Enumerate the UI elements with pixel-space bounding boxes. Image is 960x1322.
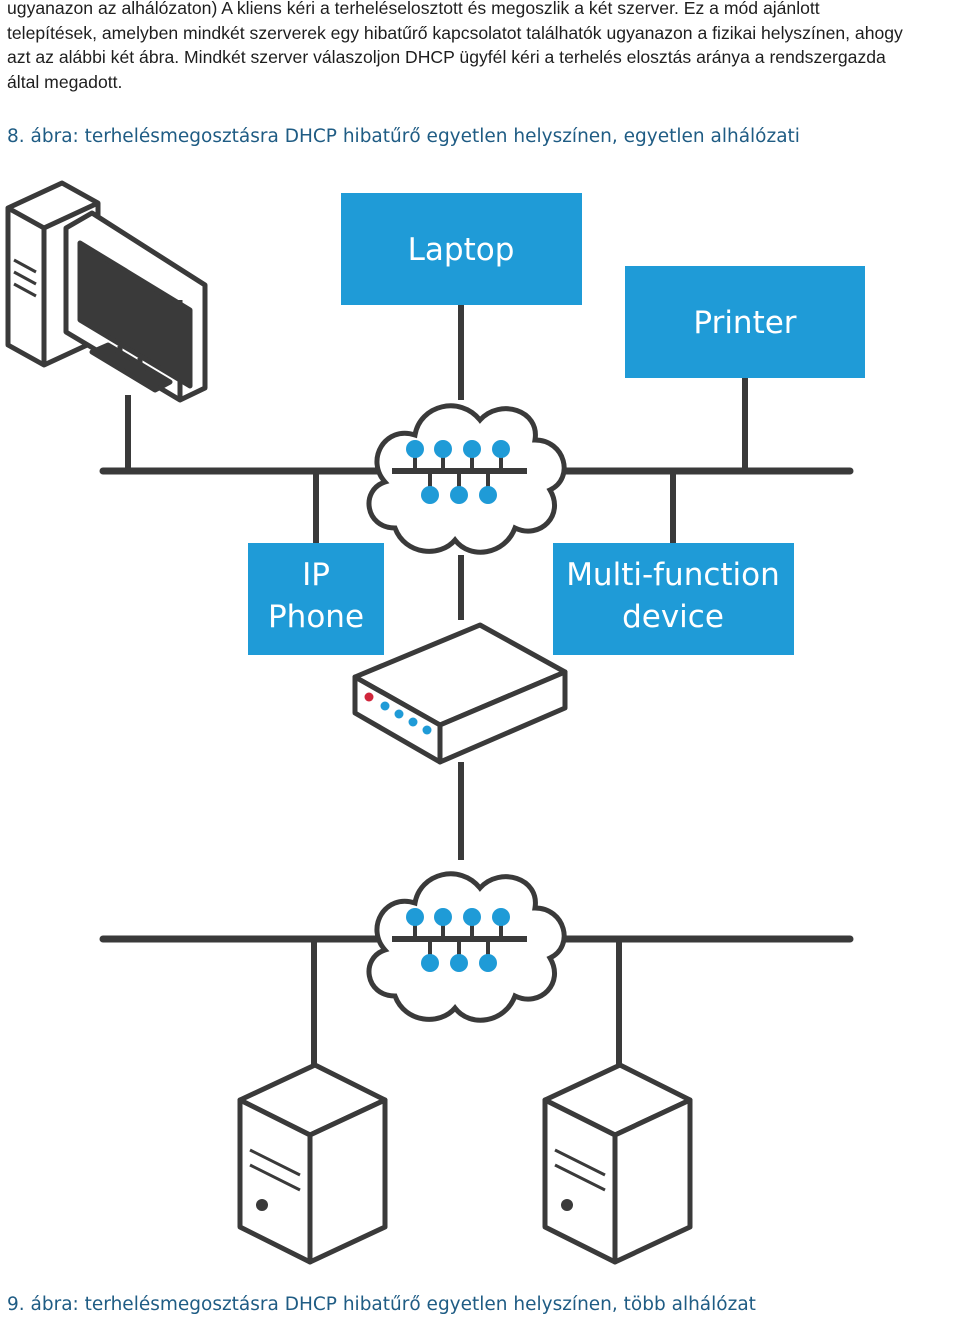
mfd-label-line1: Multi-function xyxy=(566,557,780,593)
body-paragraph: ugyanazon az alhálózaton) A kliens kéri … xyxy=(7,0,957,94)
figure-9-caption: 9. ábra: terhelésmegosztásra DHCP hibatű… xyxy=(7,1294,756,1315)
network-cloud-icon xyxy=(366,403,567,555)
desktop-computer-icon xyxy=(5,180,208,403)
server-tower-icon xyxy=(237,1062,388,1265)
mfd-label-line2: device xyxy=(622,599,724,635)
paragraph-line: azt az alábbi két ábra. Mindkét szerver … xyxy=(7,47,886,67)
printer-device: Printer xyxy=(625,266,865,378)
figure-8-caption: 8. ábra: terhelésmegosztásra DHCP hibatű… xyxy=(7,126,800,147)
router-icon xyxy=(352,622,568,765)
ip-phone-label-line2: Phone xyxy=(268,599,364,635)
paragraph-line: által megadott. xyxy=(7,71,123,92)
printer-label: Printer xyxy=(693,305,796,341)
top-network: Laptop Printer xyxy=(5,180,865,860)
ip-phone-device: IP Phone xyxy=(248,543,384,655)
network-cloud-icon xyxy=(366,871,567,1023)
laptop-label: Laptop xyxy=(408,232,515,268)
ip-phone-label-line1: IP xyxy=(302,557,330,593)
paragraph-line: telepítések, amelyben mindkét szerverek … xyxy=(7,22,903,43)
bottom-network xyxy=(99,871,854,1265)
multi-function-device: Multi-function device xyxy=(553,543,794,655)
paragraph-line: ugyanazon az alhálózaton) A kliens kéri … xyxy=(7,0,820,18)
laptop-device: Laptop xyxy=(341,193,582,305)
server-tower-icon xyxy=(542,1062,693,1265)
